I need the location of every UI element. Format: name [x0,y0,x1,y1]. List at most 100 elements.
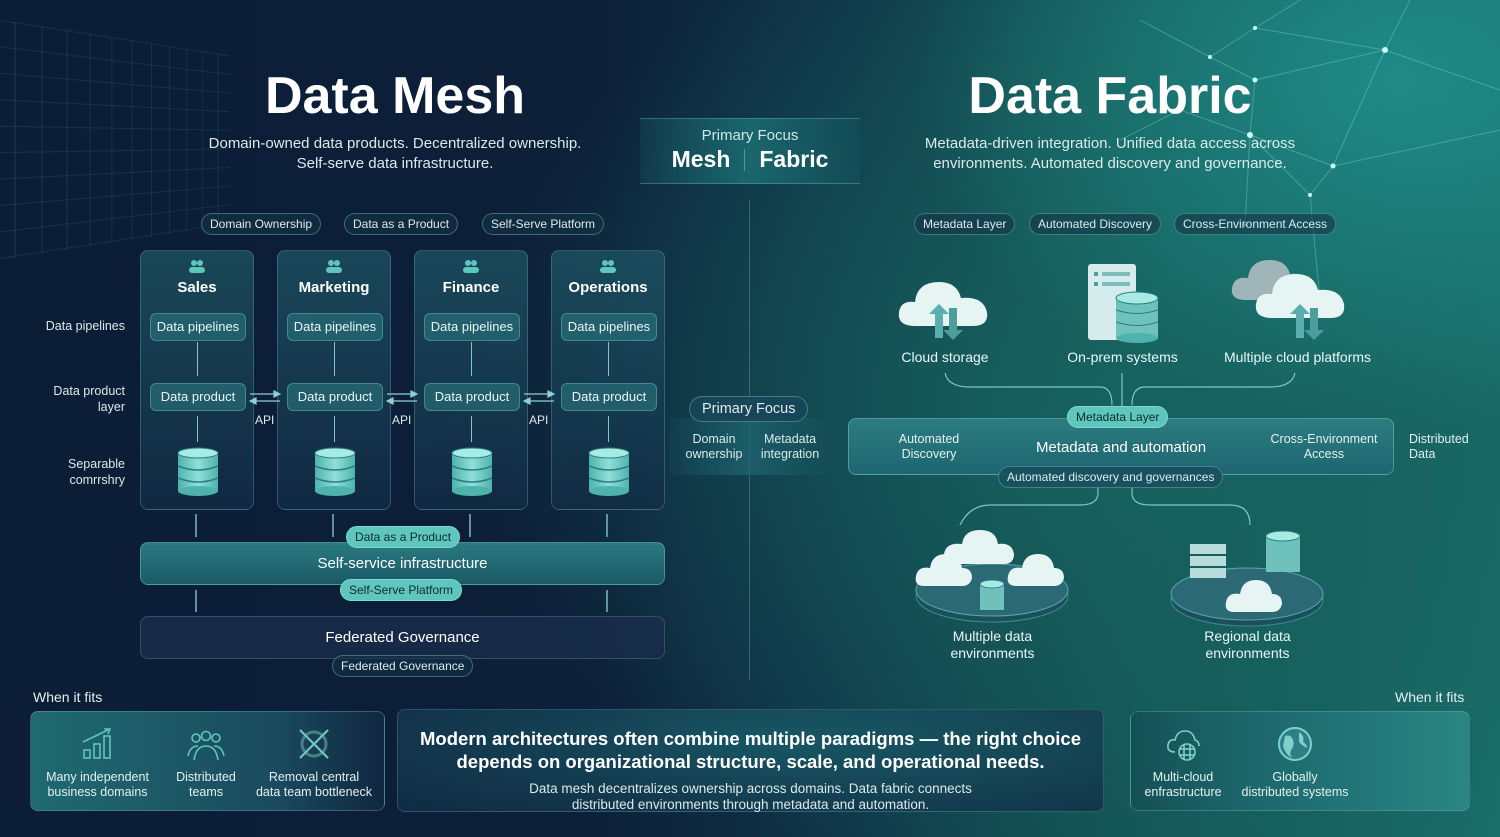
pipeline-box[interactable]: Data pipelines [287,313,383,341]
data-product-box[interactable]: Data product [424,383,520,411]
mesh-when-it-fits-panel [30,711,385,811]
automated-discovery-label: Automated Discovery [879,432,979,462]
api-label: API [392,413,412,427]
primary-focus-label: Primary Focus [701,127,799,144]
summary-headline-line: depends on organizational structure, sca… [456,751,1045,772]
database-icon [588,447,630,496]
row-label-line: Data product [53,384,125,398]
band-text: Access [1303,447,1345,461]
primary-focus-toggle[interactable]: Primary Focus Mesh Fabric [640,118,860,184]
mesh-subtitle: Domain-owned data products. Decentralize… [150,134,640,174]
focus-mesh[interactable]: Mesh [671,146,731,172]
multi-cloud-icon [1231,260,1345,340]
domain-name: Marketing [298,279,370,296]
pill-domain-ownership[interactable]: Domain Ownership [201,213,322,235]
users-icon [141,259,253,276]
row-label-line: layer [97,400,125,414]
pipeline-box[interactable]: Data pipelines [150,313,246,341]
tag-federated-governance: Federated Governance [332,655,474,677]
api-label: API [255,413,275,427]
fit-text: teams [188,785,224,799]
fit-item: Distributed teams [160,722,252,800]
row-label-storage: Separable comrrshry [20,456,125,488]
row-label-pipelines: Data pipelines [45,319,125,333]
summary-body: Data mesh decentralizes ownership across… [398,781,1103,813]
multiple-data-environments-icon [915,530,1069,623]
pipeline-box[interactable]: Data pipelines [561,313,657,341]
storage-arrow [334,416,335,442]
fit-text: Distributed [176,770,236,784]
env-text: environments [950,645,1035,661]
fit-text: distributed systems [1241,785,1349,799]
data-product-box[interactable]: Data product [561,383,657,411]
team-icon [187,730,225,761]
mesh-when-it-fits-label: When it fits [33,689,103,705]
fabric-when-it-fits-label: When it fits [1395,689,1465,705]
fabric-subtitle: Metadata-driven integration. Unified dat… [880,134,1340,174]
summary-headline: Modern architectures often combine multi… [398,727,1103,773]
focus-fabric[interactable]: Fabric [759,146,829,172]
row-label-product: Data product layer [20,383,125,415]
api-label: API [529,413,549,427]
mesh-subtitle-line: Self-serve data infrastructure. [296,155,494,172]
band-text: Cross-Environment [1270,432,1378,446]
federated-governance[interactable]: Federated Governance [140,616,665,659]
band-text: Discovery [901,447,957,461]
pipeline-arrow [334,342,335,376]
tag-self-serve-platform: Self-Serve Platform [340,579,463,601]
summary-headline-line: Modern architectures often combine multi… [420,728,1081,749]
cross-environment-label: Cross-Environment Access [1259,432,1389,462]
distributed-data-label: Distributed Data [1409,432,1469,462]
fit-item: Globally distributed systems [1235,722,1355,800]
growth-chart-icon [82,728,111,759]
mesh-title: Data Mesh [264,67,526,125]
source-label: On-prem systems [1067,349,1178,365]
domain-column-operations[interactable]: Operations Data pipelines Data product [551,250,665,510]
fit-text: Multi-cloud [1152,770,1214,784]
pill-self-serve-platform[interactable]: Self-Serve Platform [482,213,605,235]
band-text: Distributed [1409,432,1469,446]
pill-data-as-product[interactable]: Data as a Product [344,213,459,235]
pipeline-box[interactable]: Data pipelines [424,313,520,341]
pill-cross-environment-access[interactable]: Cross-Environment Access [1174,213,1337,235]
database-icon [451,447,493,496]
domain-column-marketing[interactable]: Marketing Data pipelines Data product [277,250,391,510]
focus-text: Domain [692,432,736,446]
cloud-storage-icon [898,282,988,340]
env-text: Regional data [1204,628,1291,644]
summary-body-line: distributed environments through metadat… [571,797,930,812]
fit-text: enfrastructure [1144,785,1222,799]
fit-text: Globally [1272,770,1318,784]
domain-column-sales[interactable]: Sales Data pipelines Data product [140,250,254,510]
fabric-connectors [944,372,1296,525]
domain-name: Operations [568,279,648,296]
band-text: Data [1409,447,1436,461]
row-label-line: Separable [68,457,125,471]
source-label: Multiple cloud platforms [1223,349,1372,365]
bar-chart-icon [415,259,527,276]
environment-label: Regional data environments [1175,628,1320,662]
tag-metadata-layer: Metadata Layer [1067,406,1169,428]
storage-arrow [197,416,198,442]
focus-text: integration [760,447,820,461]
database-icon [177,447,219,496]
primary-focus-pill: Primary Focus [689,396,809,422]
focus-text: Metadata [763,432,817,446]
fit-item: Many independent business domains [40,722,155,800]
data-product-box[interactable]: Data product [287,383,383,411]
fit-item: Removal central data team bottleneck [250,722,378,800]
mesh-subtitle-line: Domain-owned data products. Decentralize… [208,135,582,152]
users-icon [552,259,664,276]
fit-item: Multi-cloud enfrastructure [1138,722,1228,800]
self-service-infrastructure[interactable]: Self-service infrastructure [140,542,665,585]
pipeline-arrow [608,342,609,376]
fit-text: Removal central [268,770,360,784]
pill-metadata-layer[interactable]: Metadata Layer [914,213,1016,235]
summary-body-line: Data mesh decentralizes ownership across… [529,781,972,796]
summary-panel: Modern architectures often combine multi… [397,709,1104,812]
focus-separator [744,148,746,171]
pill-automated-discovery[interactable]: Automated Discovery [1029,213,1162,235]
data-product-box[interactable]: Data product [150,383,246,411]
environment-label: Multiple data environments [920,628,1065,662]
domain-column-finance[interactable]: Finance Data pipelines Data product [414,250,528,510]
